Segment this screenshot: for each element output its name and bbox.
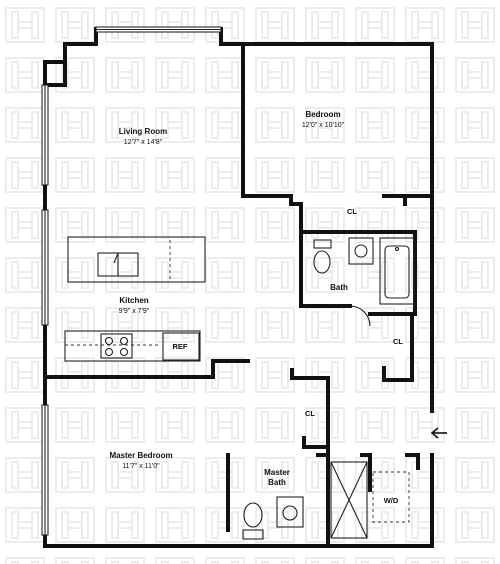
- master-bedroom-dims: 11'7" x 11'0": [122, 463, 160, 470]
- bedroom-dims: 12'0" x 10'10": [302, 122, 345, 129]
- interior-walls: [43, 42, 434, 548]
- windows: [41, 26, 222, 536]
- kitchen-dims: 9'9" x 7'9": [119, 308, 150, 315]
- master-bath-name-line2: Bath: [268, 478, 286, 487]
- kitchen-name: Kitchen: [119, 296, 148, 305]
- master-bedroom-name: Master Bedroom: [109, 451, 172, 460]
- washer-dryer-label: W/D: [384, 496, 399, 505]
- master-bath-name-line1: Master: [264, 468, 290, 477]
- living-room-dims: 12'7" x 14'8": [124, 139, 163, 146]
- entry-arrow-icon: [430, 427, 447, 439]
- washer-dryer: [372, 471, 410, 523]
- living-room-name: Living Room: [119, 127, 167, 136]
- master-bath-fixtures: [242, 461, 368, 540]
- bedroom-name: Bedroom: [305, 110, 340, 119]
- closet-master-label: CL: [305, 409, 315, 418]
- kitchen-fixtures: [64, 236, 206, 362]
- bath-fixtures: [313, 237, 415, 327]
- bath-name: Bath: [330, 283, 348, 292]
- refrigerator-label: REF: [173, 342, 188, 351]
- closet-hall-label: CL: [393, 337, 403, 346]
- closet-bedroom-label: CL: [347, 207, 357, 216]
